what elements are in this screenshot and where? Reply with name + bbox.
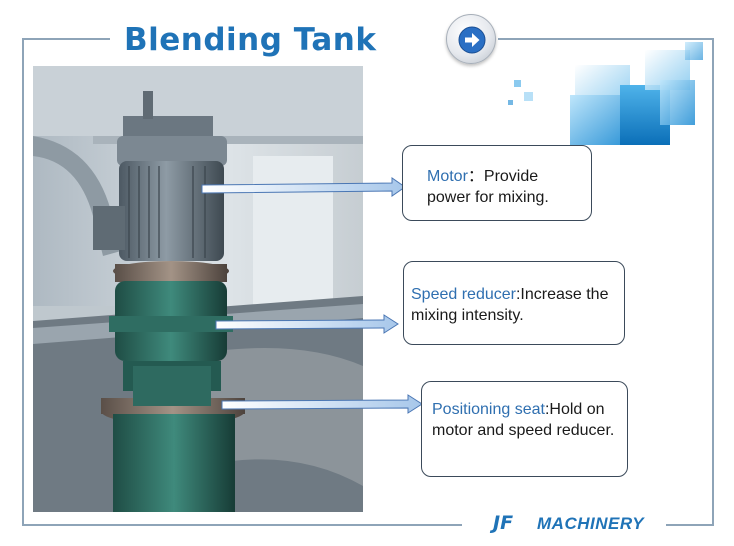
blending-tank-photo bbox=[33, 66, 363, 512]
speed-reducer-callout: Speed reducer:Increase the mixing intens… bbox=[403, 261, 625, 345]
speed-reducer-description: :Increase the mixing intensity. bbox=[411, 286, 609, 324]
frame-line bbox=[712, 38, 714, 524]
frame-line bbox=[666, 524, 714, 526]
motor-description: ：Provide power for mixing. bbox=[427, 168, 549, 206]
speed-reducer-keyword: Speed reducer bbox=[411, 286, 516, 303]
frame-line bbox=[498, 38, 712, 40]
company-name: MACHINERY bbox=[537, 514, 645, 533]
next-slide-button[interactable] bbox=[446, 14, 496, 64]
positioning-seat-callout: Positioning seat:Hold on motor and speed… bbox=[421, 381, 628, 477]
motor-callout: Motor：Provide power for mixing. bbox=[402, 145, 592, 221]
slide-title: Blending Tank bbox=[124, 22, 377, 58]
decorative-cubes-image bbox=[508, 42, 703, 145]
arrow-right-icon bbox=[458, 26, 486, 54]
frame-line bbox=[22, 38, 24, 524]
positioning-seat-description: :Hold on motor and speed reducer. bbox=[432, 401, 615, 439]
frame-line bbox=[22, 524, 462, 526]
tank-drive-illustration bbox=[33, 66, 363, 512]
motor-keyword: Motor bbox=[427, 168, 468, 185]
frame-line bbox=[22, 38, 110, 40]
positioning-seat-keyword: Positioning seat bbox=[432, 401, 545, 418]
company-logo: JF bbox=[493, 512, 514, 534]
